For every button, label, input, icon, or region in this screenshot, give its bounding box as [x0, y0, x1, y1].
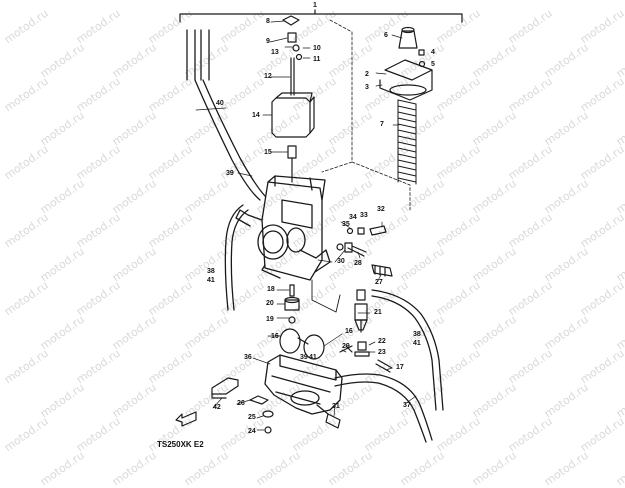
callout-label: 39	[300, 354, 308, 361]
callout-label: 17	[396, 364, 404, 371]
callout-label: 22	[378, 338, 386, 345]
callout-label: 3	[365, 84, 369, 91]
callout-label: 7	[380, 121, 384, 128]
callout-label: 5	[431, 61, 435, 68]
bracket-1	[179, 9, 463, 23]
callout-label: 8	[266, 18, 270, 25]
callout-label: 41	[309, 354, 317, 361]
part-pin-29	[339, 345, 353, 353]
callout-label: 34	[349, 214, 357, 221]
callout-label: 21	[374, 309, 382, 316]
callout-label: 31	[332, 403, 340, 410]
callout-label: 29	[342, 343, 350, 350]
callout-label: 4	[431, 49, 435, 56]
callout-label: 9	[266, 38, 270, 45]
arrow-icon	[175, 411, 197, 427]
part-bracket-42	[211, 377, 239, 399]
callout-label: 12	[264, 73, 272, 80]
callout-label: 11	[313, 56, 321, 63]
callout-label: 25	[248, 414, 256, 421]
pipe-37	[334, 373, 433, 443]
guide-lines	[321, 19, 411, 211]
part-spring-7	[397, 99, 417, 185]
callout-label: 26	[237, 400, 245, 407]
part-screws-4-5	[418, 49, 426, 68]
float-valve-assembly	[354, 289, 370, 357]
jets-left	[284, 284, 300, 324]
callout-label: 14	[252, 112, 260, 119]
callout-label: 30	[337, 258, 345, 265]
callout-label: 38	[207, 268, 215, 275]
callout-label: 42	[213, 404, 221, 411]
callout-label: 38	[413, 331, 421, 338]
callout-label: 39	[226, 170, 234, 177]
callout-label: 10	[313, 45, 321, 52]
pipe-38-41-left	[224, 204, 249, 311]
callout-label: 6	[384, 32, 388, 39]
pipe-40-39	[186, 29, 266, 201]
part-screws-24-26	[249, 395, 274, 434]
callout-label: 40	[216, 100, 224, 107]
part-float-bowl-36	[264, 354, 343, 415]
callout-label: 37	[403, 402, 411, 409]
callout-label: 16	[271, 333, 279, 340]
model-code: TS250XK E2	[157, 440, 204, 449]
part-floats-16	[279, 328, 325, 360]
part-cap-6	[398, 26, 418, 49]
carburetor-body	[235, 175, 331, 281]
callout-label: 1	[313, 2, 317, 9]
callout-label: 41	[207, 277, 215, 284]
callout-label: 2	[365, 71, 369, 78]
callout-label: 19	[266, 316, 274, 323]
pipe-38-41-right	[371, 289, 444, 411]
bracket-body	[311, 279, 341, 313]
part-throttle-valve-14	[271, 92, 315, 138]
callout-label: 13	[271, 49, 279, 56]
callout-label: 23	[378, 349, 386, 356]
callout-label: 15	[264, 149, 272, 156]
callout-label: 33	[360, 212, 368, 219]
callout-label: 28	[354, 260, 362, 267]
part-needle-assembly	[282, 15, 303, 96]
callout-label: 41	[413, 340, 421, 347]
callout-label: 18	[267, 286, 275, 293]
callout-label: 35	[342, 221, 350, 228]
callout-label: 27	[375, 279, 383, 286]
callout-label: 36	[244, 354, 252, 361]
jets-right	[336, 225, 393, 277]
callout-label: 16	[345, 328, 353, 335]
carburetor-parts-diagram	[175, 9, 463, 443]
callout-label: 24	[248, 428, 256, 435]
callout-label: 32	[377, 206, 385, 213]
callout-label: 20	[266, 300, 274, 307]
leader-lines	[195, 20, 417, 431]
part-drain-31	[316, 404, 341, 429]
pipe-17	[375, 359, 393, 373]
